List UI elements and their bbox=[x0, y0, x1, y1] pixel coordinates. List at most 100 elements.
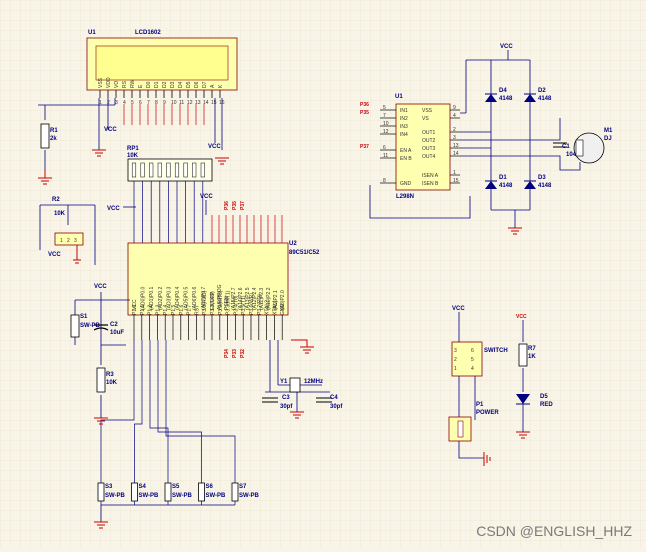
key-ref: S7 bbox=[239, 484, 247, 490]
mcu-pin-label: (AD4)P0.4 bbox=[175, 286, 181, 310]
driver-pin-label: ISEN B bbox=[422, 181, 439, 187]
r3-ref: R3 bbox=[106, 372, 114, 378]
c4-value: 30pf bbox=[330, 404, 343, 410]
lcd-pin-label: VDD bbox=[106, 77, 112, 88]
driver-pin-number: 10 bbox=[383, 121, 389, 127]
power-section: VCC 3 6 2 5 1 4 SWITCH P1 POWER bbox=[448, 306, 508, 466]
mcu-pin-label: VCC bbox=[132, 299, 138, 310]
c1-symbol bbox=[553, 142, 567, 148]
diode-ref: D3 bbox=[538, 175, 546, 181]
r3-gnd-icon bbox=[94, 417, 108, 425]
key-ref: S4 bbox=[139, 484, 147, 490]
lcd-pin-label: A bbox=[210, 84, 216, 88]
key-type: SW-PB bbox=[172, 493, 193, 499]
key-switch-body[interactable] bbox=[198, 482, 205, 502]
key-switch-body[interactable] bbox=[231, 482, 239, 502]
mcu-ref: U2 bbox=[289, 241, 297, 247]
bridge-gnd-icon bbox=[508, 227, 522, 235]
lcd-pin-label: D3 bbox=[170, 81, 176, 88]
lcd-pin-label: D5 bbox=[186, 81, 192, 88]
rp1-elements bbox=[131, 162, 205, 243]
driver-pin-label: OUT2 bbox=[422, 138, 436, 144]
motor-ref: M1 bbox=[604, 128, 613, 134]
driver-pin-number: 11 bbox=[383, 153, 388, 159]
mcu-net-p33: P33 bbox=[232, 349, 238, 358]
lcd-backlight-vcc: VCC bbox=[208, 144, 221, 150]
driver-pin-label: IN3 bbox=[400, 124, 408, 130]
y1-value: 12MHz bbox=[304, 379, 323, 385]
switch-body[interactable] bbox=[451, 341, 483, 377]
mcu-gnd-icon bbox=[291, 339, 314, 354]
driver-pin-label: OUT3 bbox=[422, 146, 436, 152]
key-switch-body[interactable] bbox=[164, 482, 172, 502]
driver-pin-label: IN2 bbox=[400, 116, 408, 122]
bridge-vcc-label: VCC bbox=[500, 44, 513, 50]
r2-value: 10K bbox=[54, 211, 66, 217]
driver-ref: U1 bbox=[395, 94, 403, 100]
lcd-pin-label: E bbox=[138, 84, 144, 88]
r7-body bbox=[518, 343, 528, 367]
diode-ref: D4 bbox=[499, 88, 507, 94]
diode-icon bbox=[485, 181, 497, 189]
r1-gnd-icon bbox=[38, 170, 52, 185]
lcd-pin-label: D7 bbox=[202, 81, 208, 88]
switch-label: SWITCH bbox=[484, 348, 508, 354]
mcu-pin-label: P3.2(INT0) bbox=[218, 290, 224, 315]
crystal-circuit: Y1 12MHz C3 30pf C4 30pf bbox=[262, 340, 343, 419]
keys-gnd-icon bbox=[94, 521, 108, 529]
driver-pin-label: EN B bbox=[400, 156, 412, 162]
svg-text:2: 2 bbox=[454, 357, 457, 363]
c4-symbol bbox=[316, 397, 332, 403]
r3-value: 10K bbox=[106, 380, 118, 386]
driver-pin-number: 3 bbox=[453, 135, 456, 141]
lcd-pin-label: VO bbox=[114, 81, 120, 88]
lcd-pin-number: 1 bbox=[99, 100, 102, 106]
s1-body[interactable] bbox=[70, 314, 80, 338]
driver-pin-label: OUT1 bbox=[422, 130, 436, 136]
mcu-pin-label: P3.1(TXD) bbox=[210, 291, 216, 315]
r7-ref: R7 bbox=[528, 346, 536, 352]
driver-pin-label: IN1 bbox=[400, 108, 408, 114]
mcu-pin-label: (A12)P2.4 bbox=[252, 287, 258, 310]
driver-body bbox=[395, 103, 451, 191]
lcd-pin-label: D6 bbox=[194, 81, 200, 88]
c2-symbol bbox=[93, 324, 109, 331]
reset-circuit: VCC S1 SW-PB C2 10uF R3 10K bbox=[70, 284, 130, 425]
mcu-name: 89C51/C52 bbox=[289, 250, 320, 256]
lcd-backlight-gnd-icon bbox=[215, 157, 229, 165]
lcd-pin-label: RW bbox=[130, 79, 136, 88]
mcu-pin-label: (AD5)P0.5 bbox=[184, 286, 190, 310]
mcu-net-p34: P34 bbox=[224, 349, 230, 358]
lcd-pin-label: D0 bbox=[146, 81, 152, 88]
key-switch-body[interactable] bbox=[131, 482, 138, 502]
rp1-ref: RP1 bbox=[127, 146, 139, 152]
mcu-net-p32: P32 bbox=[240, 349, 246, 358]
driver-pin-number: 5 bbox=[383, 105, 386, 111]
key-ref: S5 bbox=[172, 484, 180, 490]
mcu-pin-label: P1.2 bbox=[148, 304, 154, 315]
svg-text:1: 1 bbox=[60, 238, 63, 244]
r3-body bbox=[96, 367, 106, 393]
mcu-pin-label: P1.6 bbox=[179, 304, 185, 315]
driver-pin-number: 7 bbox=[383, 113, 386, 119]
s1-type: SW-PB bbox=[80, 323, 101, 329]
mcu-pin-label: (A14)P2.6 bbox=[238, 287, 244, 310]
r2-vcc-label: VCC bbox=[48, 252, 61, 258]
power-led: VCC R7 1K D5 RED bbox=[516, 314, 553, 439]
mcu-pin-label: EA/VPP bbox=[210, 291, 216, 310]
diode-value: 4148 bbox=[499, 183, 513, 189]
c1-value: 104 bbox=[566, 152, 577, 158]
led-gnd-icon bbox=[516, 431, 530, 439]
key-switch-body[interactable] bbox=[97, 482, 105, 502]
r2-ref: R2 bbox=[52, 197, 60, 203]
motor-name: DJ bbox=[604, 136, 612, 142]
lcd-pin-number: 2 bbox=[107, 100, 110, 106]
